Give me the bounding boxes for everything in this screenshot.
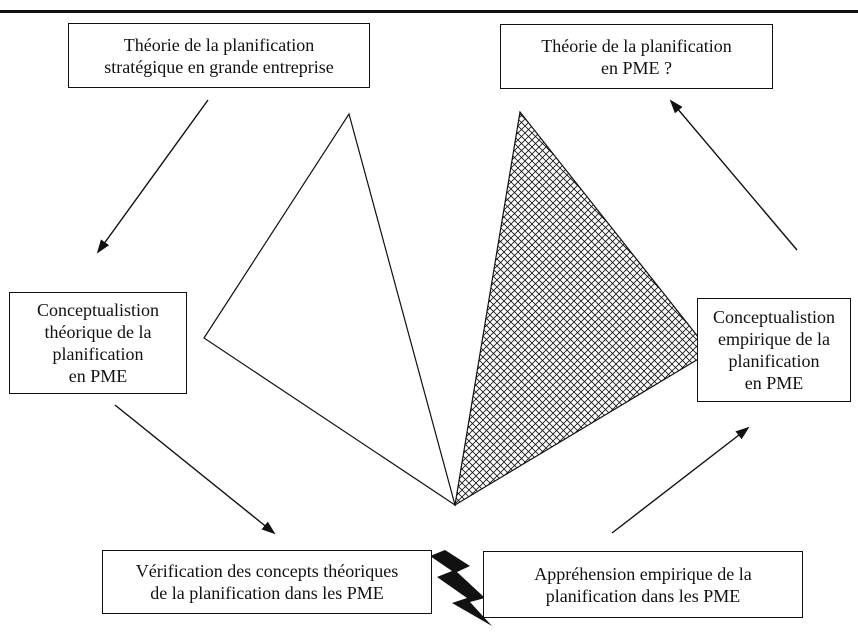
box-theory-sme: Théorie de la planification en PME ? bbox=[500, 24, 773, 89]
arrow-mid-right-to-top-right bbox=[669, 99, 798, 251]
box-verification-theoretical-concepts: Vérification des concepts théoriques de … bbox=[102, 550, 432, 614]
right-hatched-triangle bbox=[454, 110, 711, 507]
box-theory-large-enterprise: Théorie de la planification stratégique … bbox=[68, 23, 370, 88]
arrow-bottom-right-to-mid-right bbox=[611, 426, 750, 534]
box-empirical-conceptualization: Conceptualistion empirique de la planifi… bbox=[697, 298, 851, 402]
arrow-mid-left-to-bottom-left bbox=[114, 404, 276, 535]
box-empirical-apprehension: Appréhension empirique de la planificati… bbox=[483, 551, 803, 618]
lightning-bolt-icon bbox=[430, 550, 492, 626]
box-theoretical-conceptualization: Conceptualistion théorique de la planifi… bbox=[9, 292, 187, 394]
top-rule bbox=[0, 10, 858, 13]
arrow-top-left-to-mid-left bbox=[96, 99, 209, 254]
left-white-triangle bbox=[203, 112, 456, 507]
